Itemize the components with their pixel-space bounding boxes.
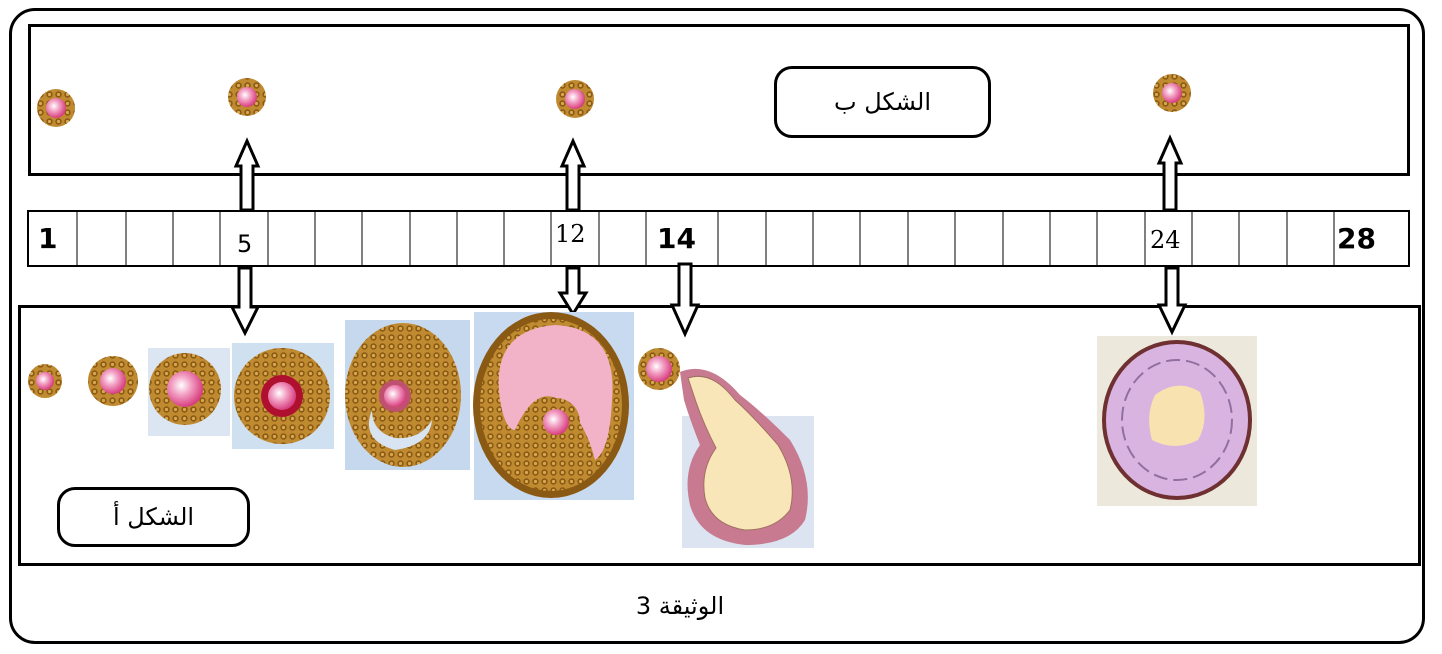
arrow-up-day-12 [559,137,587,212]
mature-graafian-follicle [473,312,634,500]
corpus-luteum [1097,336,1257,506]
figure-b-follicle-1 [37,89,75,127]
growing-follicle [232,343,334,449]
day-label-12: 12 [555,220,586,248]
document-caption: الوثيقة 3 [635,592,725,620]
figure-b-follicle-2 [228,78,266,116]
day-label-24: 24 [1150,226,1181,254]
ovulation-released-oocyte [638,348,680,390]
day-label-5: 5 [237,230,253,258]
day-label-1: 1 [38,222,58,255]
secondary-follicle [148,348,230,436]
arrow-down-day-12 [557,266,589,317]
timeline-grid [76,211,1335,266]
primordial-follicle [28,364,62,398]
figure-b-follicle-4 [1153,74,1191,112]
day-label-14: 14 [657,222,696,255]
document-frame [9,8,1425,644]
figure-b-follicle-3 [556,80,594,118]
ruptured-follicle [680,368,814,548]
cavitary-follicle [345,320,470,470]
arrow-up-day-5 [233,137,261,212]
figure-b-label: الشكل ب [774,66,991,138]
arrow-down-day-14 [669,262,701,338]
arrow-down-day-24 [1156,266,1188,336]
arrow-up-day-24 [1156,134,1184,212]
primary-follicle [88,356,138,406]
day-label-28: 28 [1337,222,1376,255]
arrow-down-day-5 [229,266,261,337]
figure-a-label: الشكل أ [57,487,250,547]
